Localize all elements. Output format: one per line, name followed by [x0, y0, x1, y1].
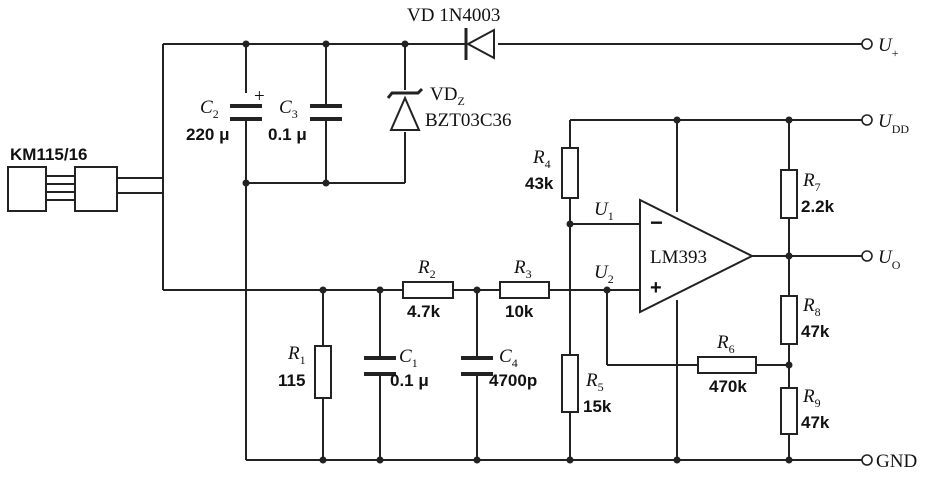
- resistor-r6: R6 470k: [697, 332, 757, 396]
- svg-text:C3: C3: [279, 97, 298, 121]
- capacitor-c4: C4 4700p: [461, 346, 537, 390]
- c2-name: C: [200, 97, 213, 118]
- svg-text:R2: R2: [417, 257, 436, 281]
- resistor-r3: R3 10k: [499, 257, 550, 321]
- resistor-r9: R9 47k: [780, 386, 830, 435]
- capacitor-c1: C1 0.1 μ: [364, 346, 429, 390]
- r5-value: 15k: [583, 397, 612, 416]
- c3-name: C: [279, 97, 292, 118]
- svg-text:R7: R7: [802, 170, 821, 194]
- svg-text:C2: C2: [200, 97, 219, 121]
- r1-sub: 1: [300, 353, 306, 367]
- node-labels: U1 U2: [594, 199, 614, 286]
- u1-name: U: [594, 199, 609, 220]
- svg-text:+: +: [254, 86, 265, 107]
- resistor-r1: R1 115: [278, 343, 332, 399]
- u2-sub: 2: [608, 272, 614, 286]
- r1-value: 115: [278, 371, 305, 390]
- c1-value: 0.1 μ: [390, 371, 429, 390]
- c1-name: C: [399, 346, 412, 367]
- opamp-label: LM393: [650, 247, 707, 268]
- resistor-r2: R2 4.7k: [402, 257, 454, 321]
- svg-text:C1: C1: [399, 346, 418, 370]
- svg-text:R3: R3: [513, 257, 532, 281]
- diode-vd: VD 1N4003: [407, 5, 500, 60]
- comparator-lm393: − + LM393: [639, 198, 755, 314]
- terminal-udd: UDD: [878, 111, 909, 136]
- r4-sub: 4: [545, 157, 551, 171]
- c4-sub: 4: [512, 356, 518, 370]
- sensor-label: KM115/16: [10, 145, 88, 164]
- sensor-km115: KM115/16: [7, 145, 118, 212]
- r2-sub: 2: [430, 267, 436, 281]
- r6-value: 470k: [709, 377, 747, 396]
- r2-value: 4.7k: [407, 302, 441, 321]
- r3-name: R: [513, 257, 526, 278]
- svg-text:R4: R4: [532, 147, 551, 171]
- c2-value: 220 μ: [186, 125, 230, 144]
- junction-dots: [242, 40, 793, 464]
- c2-sub: 2: [213, 107, 219, 121]
- zener-sub: Z: [457, 94, 464, 108]
- r5-sub: 5: [598, 380, 604, 394]
- svg-text:VDZ: VDZ: [430, 84, 465, 108]
- svg-text:R6: R6: [716, 332, 735, 356]
- r1-name: R: [287, 343, 300, 364]
- svg-text:U2: U2: [594, 262, 614, 286]
- r3-value: 10k: [505, 302, 534, 321]
- r6-sub: 6: [729, 342, 735, 356]
- svg-text:R9: R9: [802, 386, 821, 410]
- zener-name: VD: [430, 84, 457, 105]
- r8-sub: 8: [815, 305, 821, 319]
- c4-value: 4700p: [489, 371, 537, 390]
- opamp-plus: +: [650, 277, 662, 299]
- capacitor-c3: C3 0.1 μ: [268, 97, 342, 144]
- r7-value: 2.2k: [801, 197, 835, 216]
- svg-text:R8: R8: [802, 295, 821, 319]
- svg-text:U1: U1: [594, 199, 614, 223]
- opamp-minus: −: [650, 210, 663, 235]
- r9-value: 47k: [801, 413, 830, 432]
- r5-name: R: [585, 370, 598, 391]
- resistor-r5: R5 15k: [561, 354, 612, 416]
- r8-value: 47k: [801, 322, 830, 341]
- r2-name: R: [417, 257, 430, 278]
- svg-text:R5: R5: [585, 370, 604, 394]
- svg-text:R1: R1: [287, 343, 306, 367]
- capacitor-c2: + C2 220 μ: [186, 86, 265, 144]
- u2-name: U: [594, 262, 609, 283]
- r8-name: R: [802, 295, 815, 316]
- wires: [117, 43, 862, 461]
- resistor-r4: R4 43k: [525, 147, 579, 199]
- r3-sub: 3: [526, 267, 532, 281]
- c3-sub: 3: [292, 107, 298, 121]
- terminal-gnd: GND: [876, 451, 917, 472]
- svg-text:C4: C4: [499, 346, 518, 370]
- r4-value: 43k: [525, 174, 554, 193]
- r6-name: R: [716, 332, 729, 353]
- r4-name: R: [532, 147, 545, 168]
- resistor-r8: R8 47k: [780, 295, 830, 345]
- zener-part: BZT03C36: [425, 110, 512, 131]
- c4-name: C: [499, 346, 512, 367]
- c1-sub: 1: [412, 356, 418, 370]
- terminal-uplus: U+: [878, 35, 899, 60]
- r9-name: R: [802, 386, 815, 407]
- c3-value: 0.1 μ: [268, 125, 307, 144]
- zener-vdz: VDZ BZT03C36: [386, 84, 512, 131]
- r7-sub: 7: [815, 180, 821, 194]
- terminals: U+ UDD UO GND: [861, 35, 917, 472]
- resistor-r7: R7 2.2k: [780, 169, 835, 219]
- r7-name: R: [802, 170, 815, 191]
- terminal-uo: UO: [878, 247, 901, 272]
- r9-sub: 9: [815, 396, 821, 410]
- u1-sub: 1: [608, 209, 614, 223]
- diode-vd-label: VD 1N4003: [407, 5, 500, 26]
